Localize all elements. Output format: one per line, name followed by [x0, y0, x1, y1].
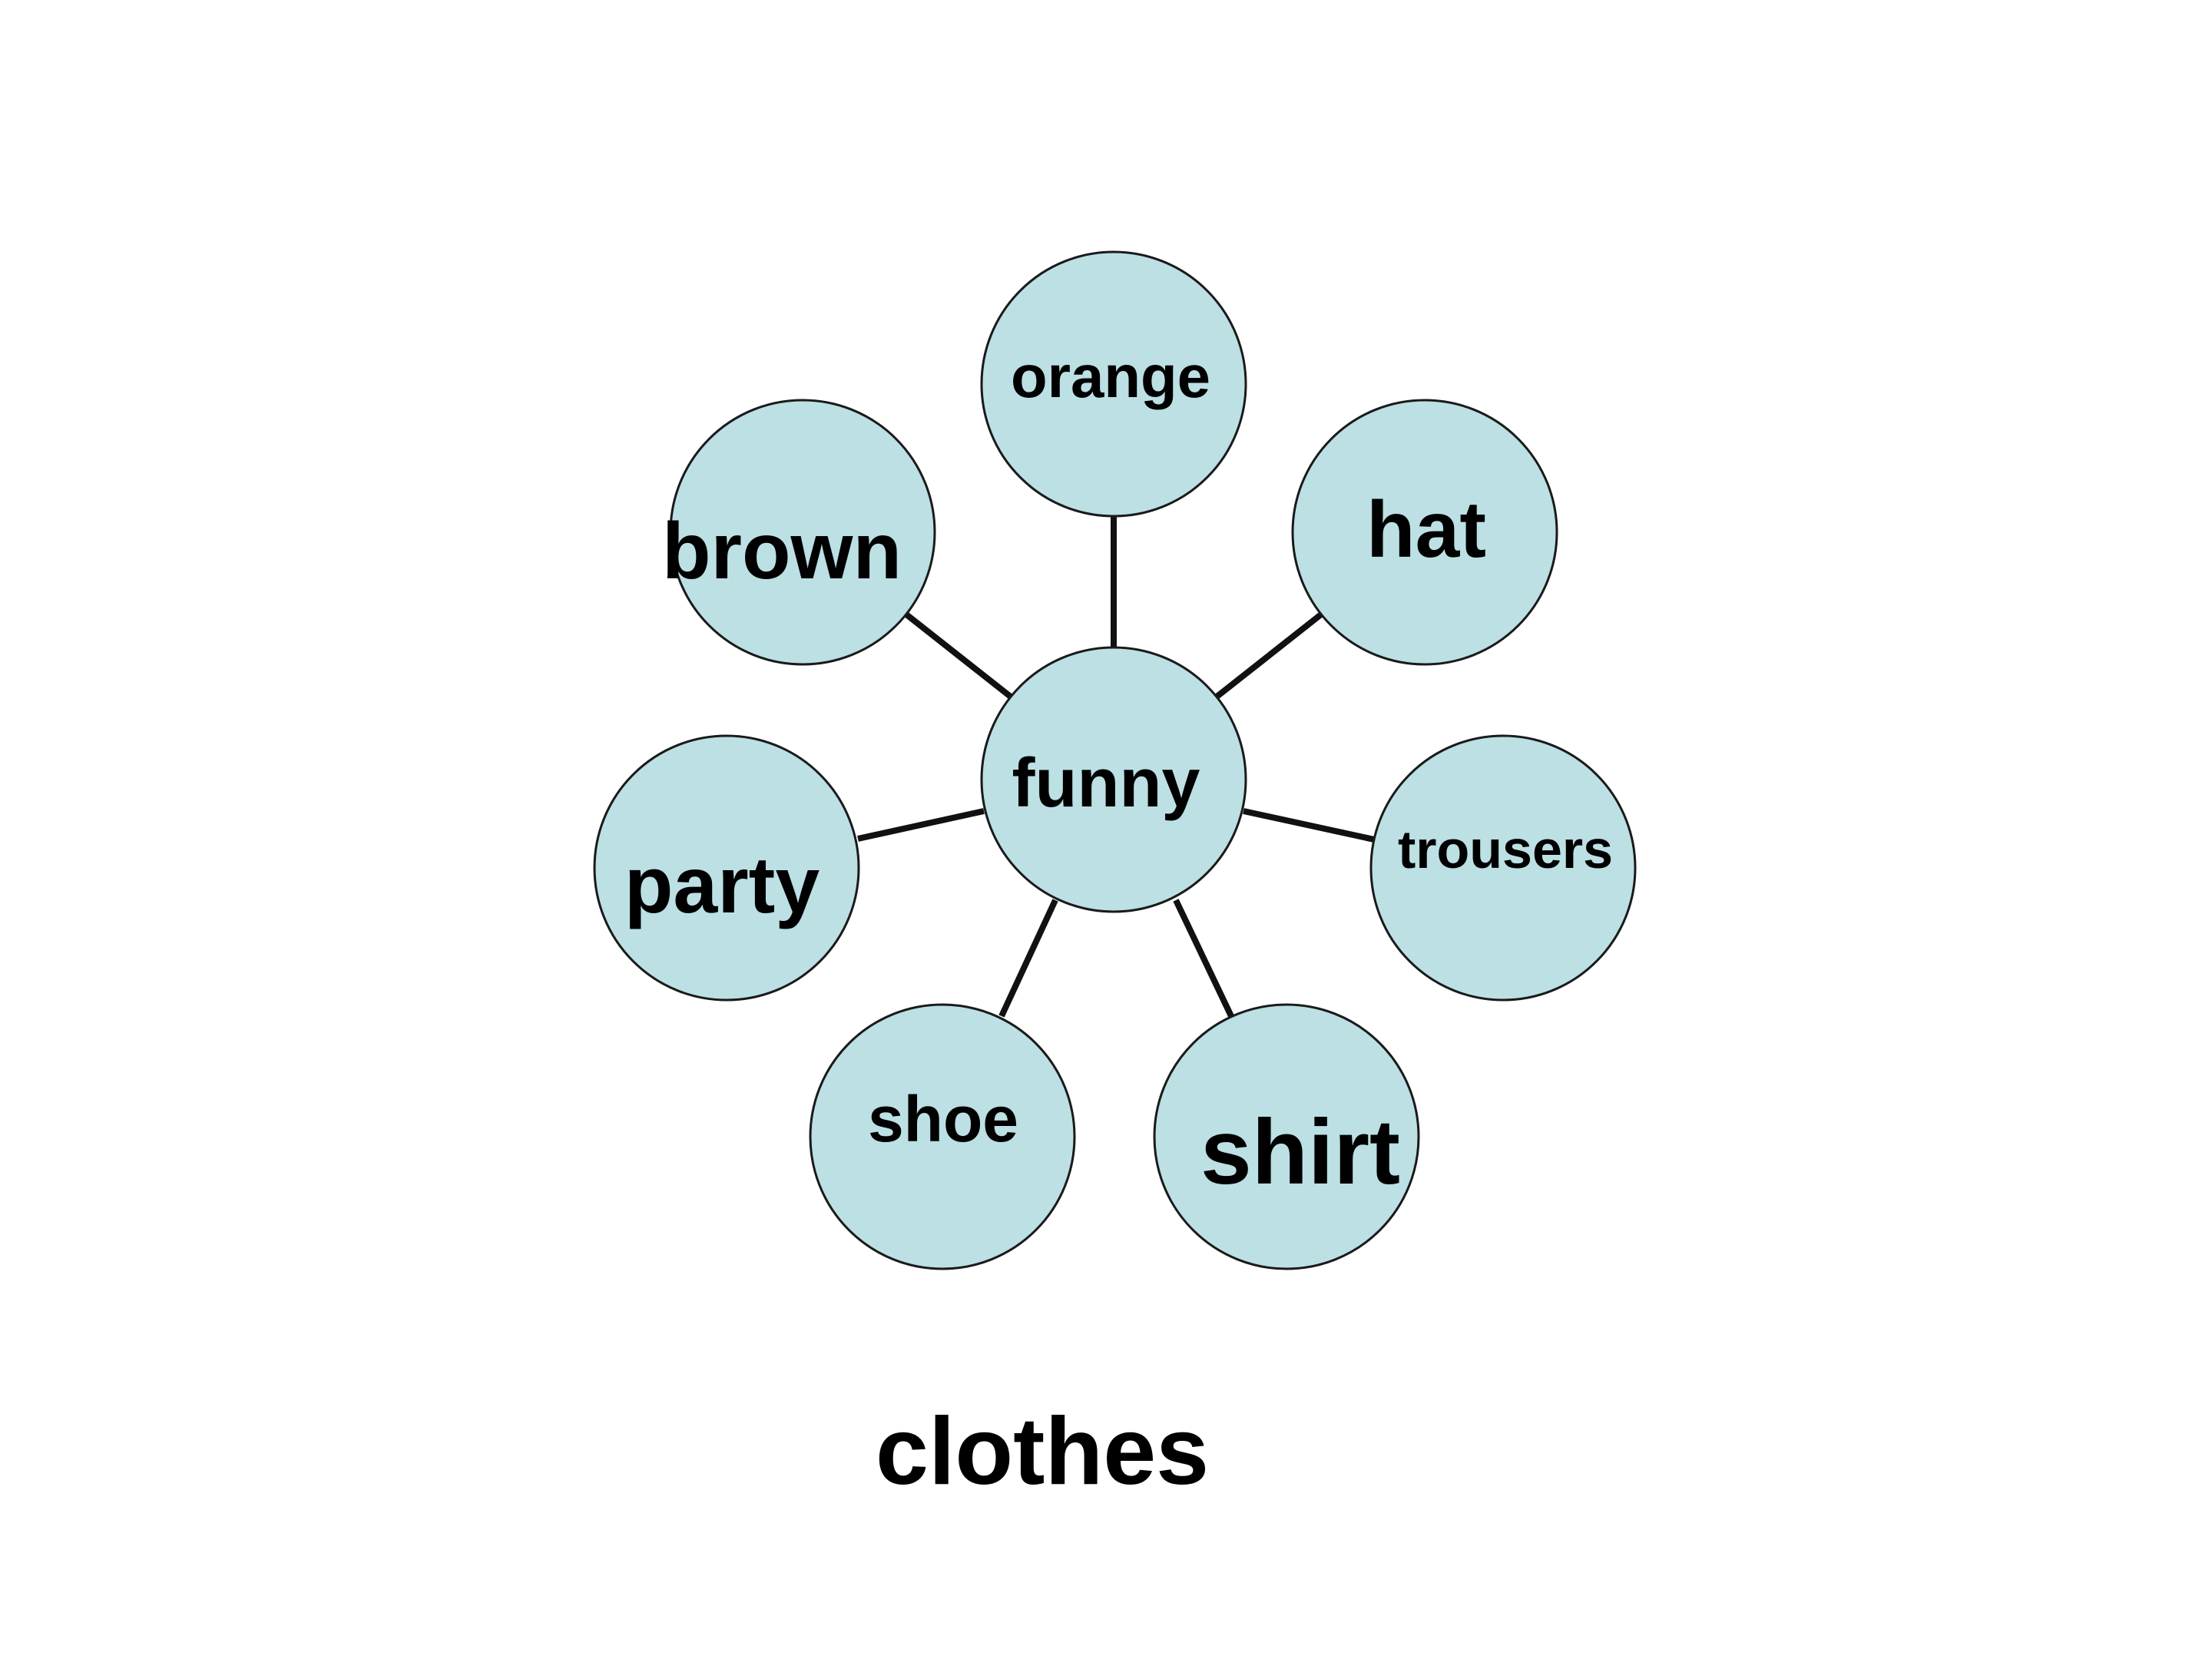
- node-shoe-label: shoe: [868, 1083, 1018, 1155]
- node-brown-circle: [669, 399, 936, 666]
- node-brown-label: brown: [662, 507, 902, 596]
- node-orange-circle: [980, 250, 1247, 518]
- node-brown: brown: [662, 399, 936, 666]
- node-party-circle: [593, 734, 860, 1002]
- node-center-label: funny: [1012, 745, 1200, 822]
- connector-trousers: [1243, 808, 1375, 843]
- node-hat-label: hat: [1366, 485, 1486, 575]
- node-trousers-circle: [1369, 734, 1637, 1002]
- connector-brown: [904, 611, 1014, 700]
- node-center: funny: [980, 646, 1247, 913]
- connector-shoe: [998, 899, 1058, 1018]
- footer-word: clothes: [876, 1399, 1210, 1505]
- node-party: party: [593, 734, 860, 1002]
- connector-party: [857, 808, 985, 842]
- node-party-label: party: [624, 841, 820, 930]
- node-shoe-circle: [809, 1003, 1076, 1270]
- node-shoe: shoe: [809, 1003, 1076, 1270]
- node-center-circle: [980, 646, 1247, 913]
- node-hat: hat: [1291, 399, 1558, 666]
- node-shirt: shirt: [1153, 1003, 1420, 1270]
- connector-hat: [1214, 611, 1323, 700]
- node-shirt-label: shirt: [1200, 1101, 1400, 1204]
- node-orange: orange: [980, 250, 1247, 518]
- connector-shirt: [1173, 899, 1234, 1018]
- node-hat-circle: [1291, 399, 1558, 666]
- node-trousers-label: trousers: [1398, 820, 1613, 879]
- node-orange-label: orange: [1011, 343, 1210, 410]
- node-shirt-circle: [1153, 1003, 1420, 1270]
- node-trousers: trousers: [1369, 734, 1637, 1002]
